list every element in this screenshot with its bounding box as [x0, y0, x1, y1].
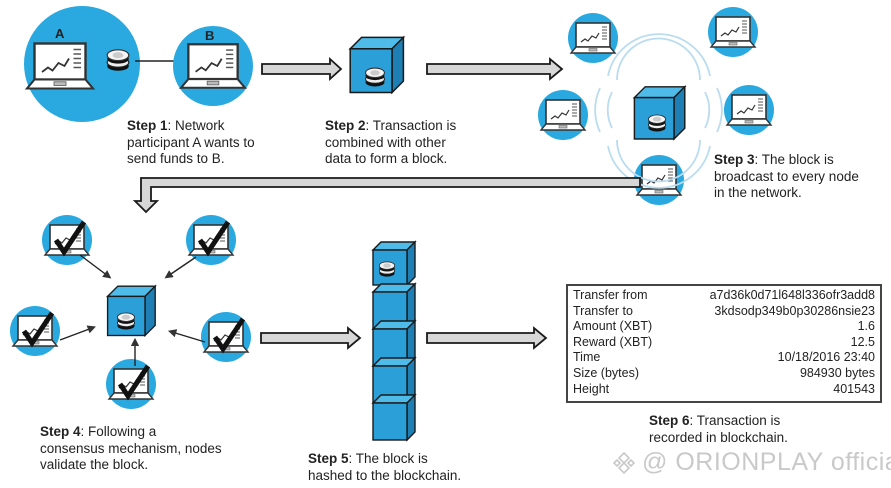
step6-label: Step 6	[649, 413, 690, 428]
table-row: Amount (XBT)1.6	[573, 319, 875, 334]
node-laptop-icon	[636, 164, 682, 196]
node-laptop-icon	[726, 94, 772, 126]
node-laptop-icon	[570, 22, 616, 54]
flow-arrow-2-to-3	[426, 57, 564, 81]
node-laptop-icon	[710, 16, 756, 48]
chain-blocks	[371, 282, 417, 442]
step5-label: Step 5	[308, 451, 349, 466]
validator-node	[10, 306, 60, 356]
step2-block	[349, 36, 405, 94]
step3-broadcast	[538, 7, 774, 205]
participant-b-label: B	[205, 28, 214, 43]
step5-caption: Step 5: The block is hashed to the block…	[308, 451, 462, 483]
binance-logo-icon	[612, 452, 636, 475]
table-row: Size (bytes)984930 bytes	[573, 365, 875, 380]
network-nodes	[538, 7, 774, 205]
flow-arrow-5-to-6	[426, 326, 548, 350]
node-laptop-icon	[540, 99, 586, 131]
step5-blockchain	[371, 240, 417, 442]
checkmark-icon	[117, 364, 151, 401]
step4-label: Step 4	[40, 424, 81, 439]
step3-caption: Step 3: The block is broadcast to every …	[714, 152, 859, 200]
coin-icon	[647, 114, 667, 133]
coin-icon	[365, 67, 385, 87]
laptop-b-icon	[179, 43, 247, 89]
table-row: Reward (XBT)12.5	[573, 334, 875, 349]
step2-label: Step 2	[325, 118, 366, 133]
step1-caption: Step 1: Network participant A wants to s…	[127, 118, 255, 166]
step4-caption: Step 4: Following a consensus mechanism,…	[40, 424, 222, 472]
checkmark-icon	[53, 220, 87, 257]
laptop-a-icon	[25, 42, 95, 90]
broadcast-waves	[594, 33, 723, 189]
checkmark-icon	[197, 220, 231, 257]
step1-label: Step 1	[127, 118, 168, 133]
chain-block	[371, 393, 417, 442]
coin-icon	[116, 312, 136, 331]
participant-a-label: A	[55, 26, 65, 41]
step1-illustration: A B	[24, 6, 253, 122]
validator-node	[186, 215, 236, 265]
coin-icon	[106, 49, 130, 72]
step3-label: Step 3	[714, 152, 755, 167]
step4-validation	[10, 215, 251, 409]
validator-nodes	[10, 215, 251, 409]
watermark: @ ORIONPLAY official	[612, 448, 891, 477]
flow-arrow-3-to-4	[132, 177, 641, 214]
checkmark-icon	[212, 317, 246, 354]
validator-node	[42, 215, 92, 265]
flow-arrow-4-to-5	[260, 326, 362, 350]
validator-node	[106, 359, 156, 409]
step2-caption: Step 2: Transaction is combined with oth…	[325, 118, 457, 166]
flow-arrow-1-to-2	[261, 56, 343, 82]
validation-arrows	[59, 254, 206, 366]
coin-icon	[378, 261, 396, 278]
step6-caption: Step 6: Transaction is recorded in block…	[649, 413, 788, 445]
validator-node	[201, 312, 251, 362]
chain-block	[371, 240, 417, 287]
checkmark-icon	[21, 311, 55, 348]
